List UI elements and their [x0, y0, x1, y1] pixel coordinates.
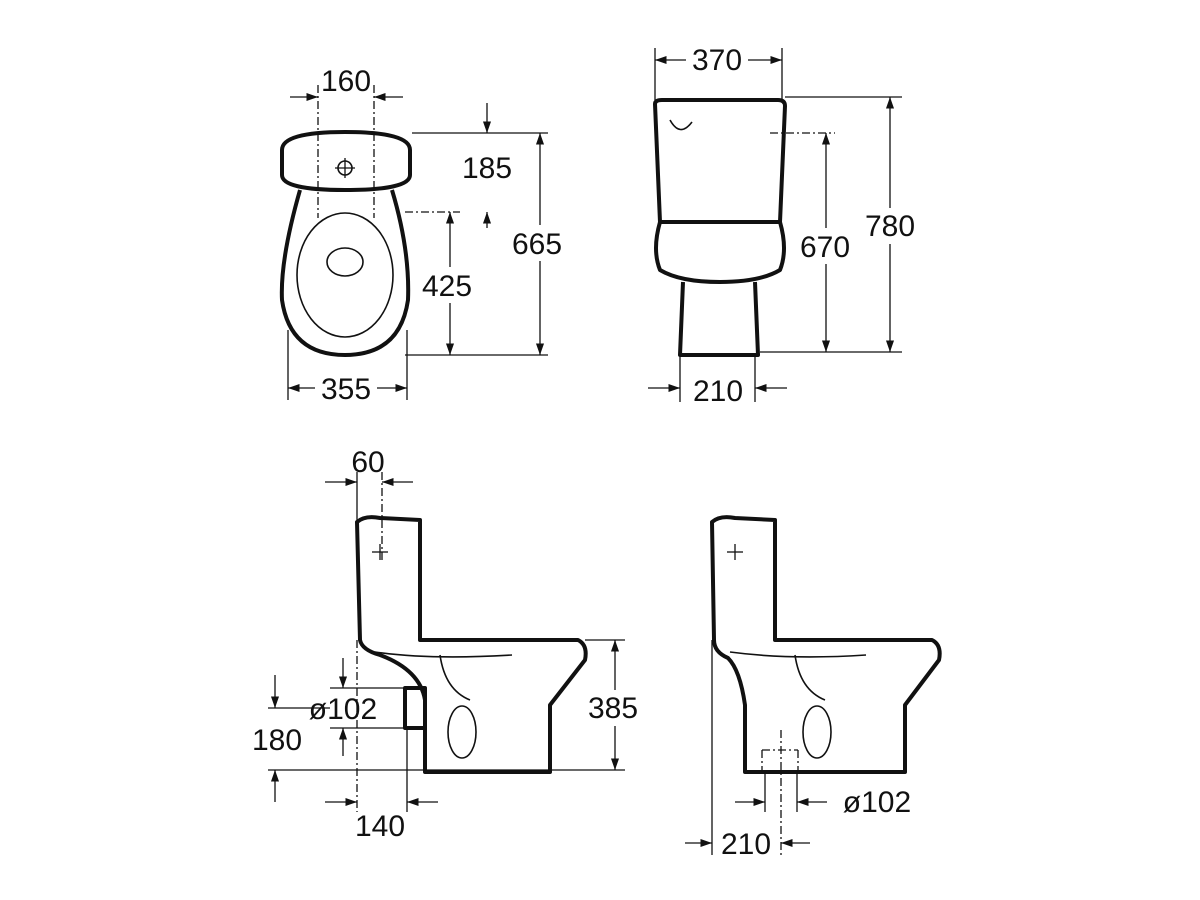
dim-outlet-diameter: ø102 [309, 693, 377, 726]
bowl-outline [654, 221, 786, 284]
dim-60: 60 [351, 446, 384, 479]
outlet-hidden [761, 749, 799, 772]
side-view-horizontal-outlet: 60 ø102 180 385 140 [252, 446, 646, 843]
dim-210: 210 [693, 375, 743, 408]
dim-160: 160 [321, 65, 371, 98]
dim-370: 370 [692, 44, 742, 77]
toilet-outline [355, 515, 588, 774]
tank-outline [280, 130, 412, 192]
dim-385: 385 [588, 692, 638, 725]
tank-outline [653, 98, 787, 224]
toilet-outline [710, 515, 942, 774]
dim-425: 425 [422, 270, 472, 303]
dim-210: 210 [721, 828, 771, 861]
dim-670: 670 [800, 231, 850, 264]
dim-665: 665 [512, 228, 562, 261]
dim-185: 185 [462, 152, 512, 185]
dim-outlet-diameter: ø102 [843, 786, 911, 819]
side-view-vertical-outlet: ø102 210 [685, 515, 942, 861]
dim-355: 355 [321, 373, 371, 406]
seat-inner [296, 212, 394, 338]
dim-140: 140 [355, 810, 405, 843]
pedestal-outline [678, 281, 760, 357]
dim-780: 780 [865, 210, 915, 243]
bowl-outline [279, 189, 411, 357]
top-view: 160 185 665 425 355 [279, 65, 565, 406]
front-view: 370 670 780 210 [648, 44, 922, 408]
dim-180: 180 [252, 724, 302, 757]
